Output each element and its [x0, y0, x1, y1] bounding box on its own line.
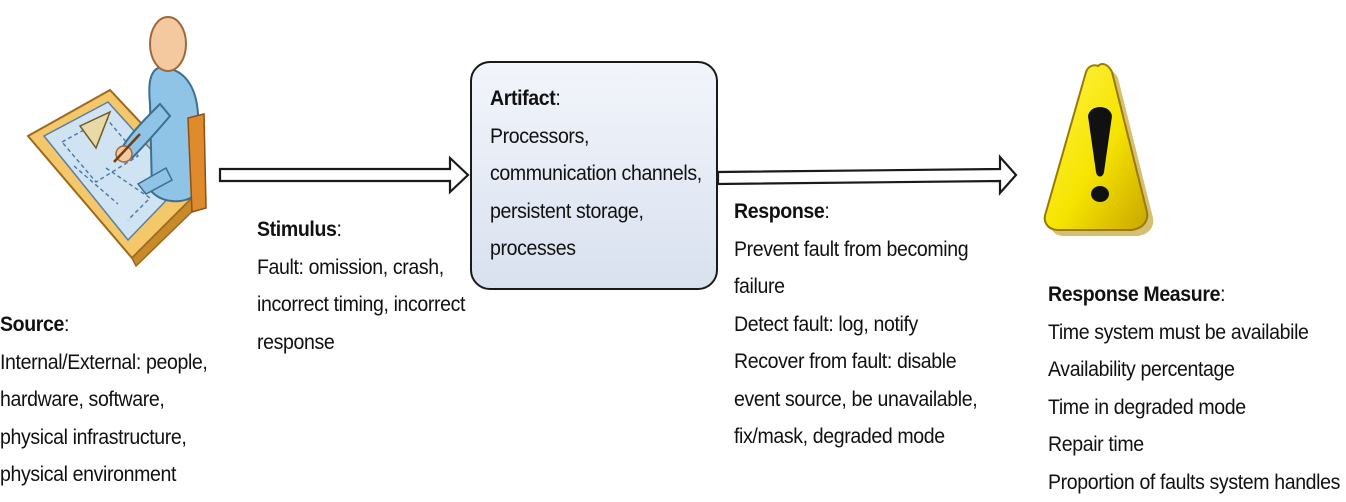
source-line: physical infrastructure,	[0, 425, 187, 449]
response-measure-heading: Response Measure	[1048, 283, 1221, 306]
stimulus-line: response	[257, 330, 335, 354]
artifact-line: processes	[490, 237, 576, 260]
person-at-drafting-table-icon	[26, 16, 207, 268]
source-line: Internal/External: people,	[0, 350, 208, 374]
response-measure-text: Response Measure: Time system must be av…	[1048, 276, 1340, 501]
response-measure-line: Proportion of faults system handles	[1048, 470, 1341, 494]
artifact-line: communication channels,	[490, 162, 702, 185]
stimulus-arrow	[218, 155, 470, 195]
response-line: Recover from fault: disable	[734, 350, 957, 373]
stimulus-line: incorrect timing, incorrect	[257, 293, 466, 316]
stimulus-heading: Stimulus	[257, 218, 337, 241]
response-arrow	[716, 154, 1018, 196]
stimulus-line: Fault: omission, crash,	[257, 255, 444, 279]
artifact-heading: Artifact	[490, 87, 556, 110]
artifact-box	[470, 61, 718, 290]
response-line: fix/mask, degraded mode	[734, 425, 945, 448]
source-line: hardware, software,	[0, 388, 165, 411]
source-text: Source: Internal/External: people, hardw…	[0, 306, 208, 494]
artifact-line: persistent storage,	[490, 199, 644, 223]
response-measure-line: Time in degraded mode	[1048, 395, 1246, 419]
stimulus-text: Stimulus: Fault: omission, crash, incorr…	[257, 211, 465, 361]
response-measure-line: Availability percentage	[1048, 358, 1235, 381]
response-text: Response: Prevent fault from becoming fa…	[734, 193, 978, 456]
artifact-text: Artifact: Processors, communication chan…	[490, 80, 702, 268]
response-heading: Response	[734, 200, 825, 223]
response-line: event source, be unavailable,	[734, 387, 978, 411]
source-line: physical environment	[0, 463, 177, 486]
response-measure-line: Time system must be availabile	[1048, 320, 1309, 344]
response-measure-line: Repair time	[1048, 433, 1144, 456]
source-heading: Source	[0, 313, 64, 336]
response-line: failure	[734, 275, 785, 298]
response-line: Prevent fault from becoming	[734, 237, 969, 261]
warning-triangle-icon	[1043, 63, 1154, 236]
artifact-line: Processors,	[490, 124, 590, 148]
response-line: Detect fault: log, notify	[734, 312, 918, 336]
